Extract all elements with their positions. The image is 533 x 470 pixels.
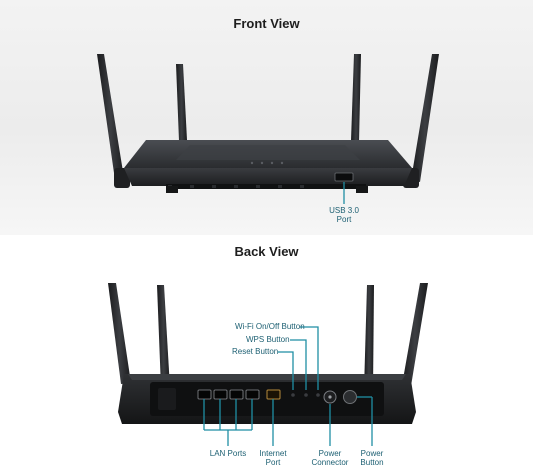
front-antenna-right-outer	[411, 54, 439, 182]
back-view-heading: Back View	[234, 244, 299, 259]
back-antenna-left-outer	[108, 283, 131, 384]
lan-ports-group	[197, 389, 260, 400]
power-button-label-line1: Power	[360, 449, 384, 458]
front-vents	[166, 184, 366, 189]
front-antenna-right-inner	[351, 54, 361, 142]
lan-ports-label: LAN Ports	[206, 449, 250, 458]
back-antenna-right-outer	[402, 283, 428, 386]
usb-port-label-line1: USB 3.0	[329, 206, 359, 215]
power-button	[343, 390, 357, 404]
power-connector-label-line2: Connector	[311, 458, 349, 467]
back-router	[108, 283, 428, 424]
front-router	[97, 54, 439, 204]
reset-callout-line	[278, 351, 294, 390]
front-face	[124, 168, 412, 186]
lan-ports-label-line1: LAN Ports	[209, 449, 247, 458]
lan-port-3	[229, 389, 244, 400]
internet-port	[266, 389, 281, 400]
back-side-vent	[158, 388, 176, 410]
reset-button-label: Reset Button	[232, 347, 279, 356]
usb-port-label: USB 3.0 Port	[324, 206, 364, 224]
front-hinge-left	[114, 168, 130, 188]
wps-button-label: WPS Button	[246, 335, 290, 344]
internet-port-label: Internet Port	[255, 449, 291, 467]
wifi-callout-line	[300, 326, 319, 390]
back-callout-lines	[203, 326, 373, 446]
front-view-background	[0, 0, 533, 235]
usb-port	[334, 172, 354, 182]
back-antenna-right-inner	[364, 285, 374, 390]
wps-button-hole	[304, 393, 308, 397]
back-antenna-left-inner	[157, 285, 170, 388]
front-foot-right	[356, 186, 368, 193]
power-button-label: Power Button	[354, 449, 390, 467]
back-body-top-edge	[128, 374, 406, 380]
internet-port-label-line2: Port	[265, 458, 281, 467]
internet-port-label-line1: Internet	[259, 449, 287, 458]
wifi-button-label: Wi-Fi On/Off Button	[235, 322, 305, 331]
front-status-leds	[250, 161, 284, 165]
power-connector-label: Power Connector	[310, 449, 350, 467]
lan-port-1	[197, 389, 212, 400]
power-connector-label-line1: Power	[318, 449, 342, 458]
front-antenna-left-inner	[176, 64, 187, 141]
reset-button-hole	[291, 393, 295, 397]
front-top-ridge	[176, 145, 360, 160]
lan-port-4	[245, 389, 260, 400]
front-antenna-left-outer	[97, 54, 124, 180]
front-view-heading: Front View	[233, 16, 300, 31]
usb-port-label-line2: Port	[336, 215, 352, 224]
power-button-label-line2: Button	[360, 458, 384, 467]
front-foot-left	[166, 186, 178, 193]
lan-port-2	[213, 389, 228, 400]
wps-callout-line	[290, 339, 307, 390]
wifi-button-hole	[316, 393, 320, 397]
